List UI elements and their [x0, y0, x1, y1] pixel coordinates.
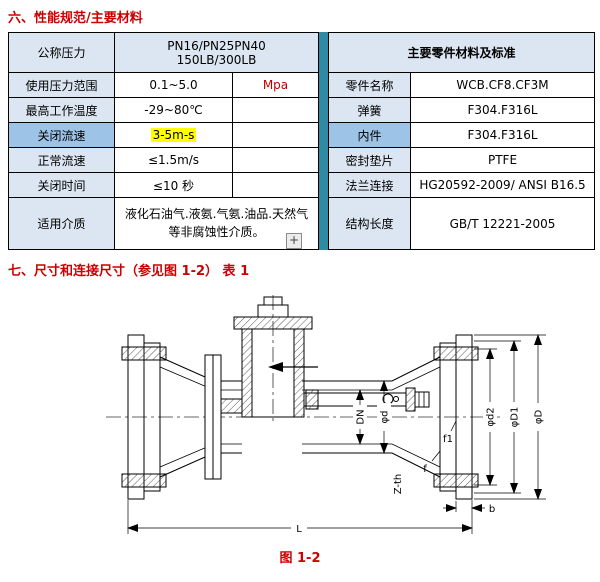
right-flange — [433, 334, 479, 500]
spec-label: 最高工作温度 — [8, 97, 115, 123]
figure-caption: 图 1-2 — [279, 551, 321, 566]
spec-unit: Mpa — [232, 72, 319, 98]
material-value: F304.F316L — [409, 122, 596, 148]
spec-label: 适用介质 — [8, 197, 115, 250]
spec-value: 0.1~5.0 — [114, 72, 233, 98]
pressure-line-1: PN16/PN25PN40 — [167, 38, 266, 53]
spec-value: ≤1.5m/s — [114, 147, 233, 173]
valve-figure: DN φd φd2 φD1 φD f1 f Z-th b L 图 1-2 — [0, 293, 600, 566]
empty-cell — [232, 97, 319, 123]
dim-label-d2: φd2 — [486, 407, 497, 426]
spec-value: 3-5m-s — [114, 122, 233, 148]
material-value: PTFE — [409, 147, 596, 173]
spec-value: ≤10 秒 — [114, 172, 233, 198]
material-value: HG20592-2009/ ANSI B16.5 — [409, 172, 596, 198]
spec-tables-container: 公称压力 PN16/PN25PN40 150LB/300LB 使用压力范围 0.… — [8, 32, 600, 250]
disc-plate — [204, 354, 243, 480]
material-label: 内件 — [328, 122, 411, 148]
material-label: 法兰连接 — [328, 172, 411, 198]
material-label: 零件名称 — [328, 72, 411, 98]
dim-label-zth: Z-th — [393, 474, 404, 495]
spec-value: 液化石油气.液氨.气氨.油品.天然气等非腐蚀性介质。 — [114, 197, 319, 250]
material-label: 密封垫片 — [328, 147, 411, 173]
flow-arrow-icon — [268, 362, 318, 372]
bonnet — [233, 296, 313, 418]
dim-label-dn: DN — [356, 409, 367, 424]
table-divider: + — [286, 32, 328, 250]
performance-spec-table: 公称压力 PN16/PN25PN40 150LB/300LB 使用压力范围 0.… — [8, 32, 319, 250]
spec-value: PN16/PN25PN40 150LB/300LB — [114, 32, 319, 73]
stem-assembly — [303, 387, 430, 412]
highlighted-value: 3-5m-s — [150, 128, 197, 142]
material-value: F304.F316L — [409, 97, 596, 123]
left-flange — [121, 334, 167, 500]
materials-table: 主要零件材料及标准 零件名称 WCB.CF8.CF3M 弹簧 F304.F316… — [327, 32, 596, 250]
spec-label: 正常流速 — [8, 147, 115, 173]
material-label: 结构长度 — [328, 197, 411, 250]
valve-technical-drawing: DN φd φd2 φD1 φD f1 f Z-th b L — [106, 295, 546, 535]
dim-label-D1: φD1 — [510, 407, 521, 428]
dim-label-b: b — [489, 504, 495, 515]
section-heading-performance: 六、性能规范/主要材料 — [8, 11, 143, 26]
spec-label: 公称压力 — [8, 32, 115, 73]
dim-label-f: f — [423, 464, 427, 475]
section-heading-dimensions: 七、尺寸和连接尺寸（参见图 1-2） 表 1 — [8, 264, 250, 279]
material-value: GB/T 12221-2005 — [409, 197, 596, 250]
dim-label-L: L — [296, 524, 302, 535]
empty-cell — [232, 172, 319, 198]
material-value: WCB.CF8.CF3M — [409, 72, 596, 98]
plus-icon[interactable]: + — [286, 233, 302, 249]
dim-label-backgrounds — [291, 402, 545, 534]
dim-label-f1: f1 — [443, 434, 453, 445]
spec-value: -29~80℃ — [114, 97, 233, 123]
dim-label-d: φd — [380, 411, 391, 424]
empty-cell — [232, 147, 319, 173]
material-label: 弹簧 — [328, 97, 411, 123]
dim-label-D: φD — [534, 410, 545, 425]
dimension-lines — [127, 334, 546, 534]
pressure-line-2: 150LB/300LB — [176, 52, 257, 67]
spec-label: 使用压力范围 — [8, 72, 115, 98]
empty-cell — [232, 122, 319, 148]
spec-label: 关闭时间 — [8, 172, 115, 198]
spec-label: 关闭流速 — [8, 122, 115, 148]
materials-table-header: 主要零件材料及标准 — [327, 32, 596, 73]
